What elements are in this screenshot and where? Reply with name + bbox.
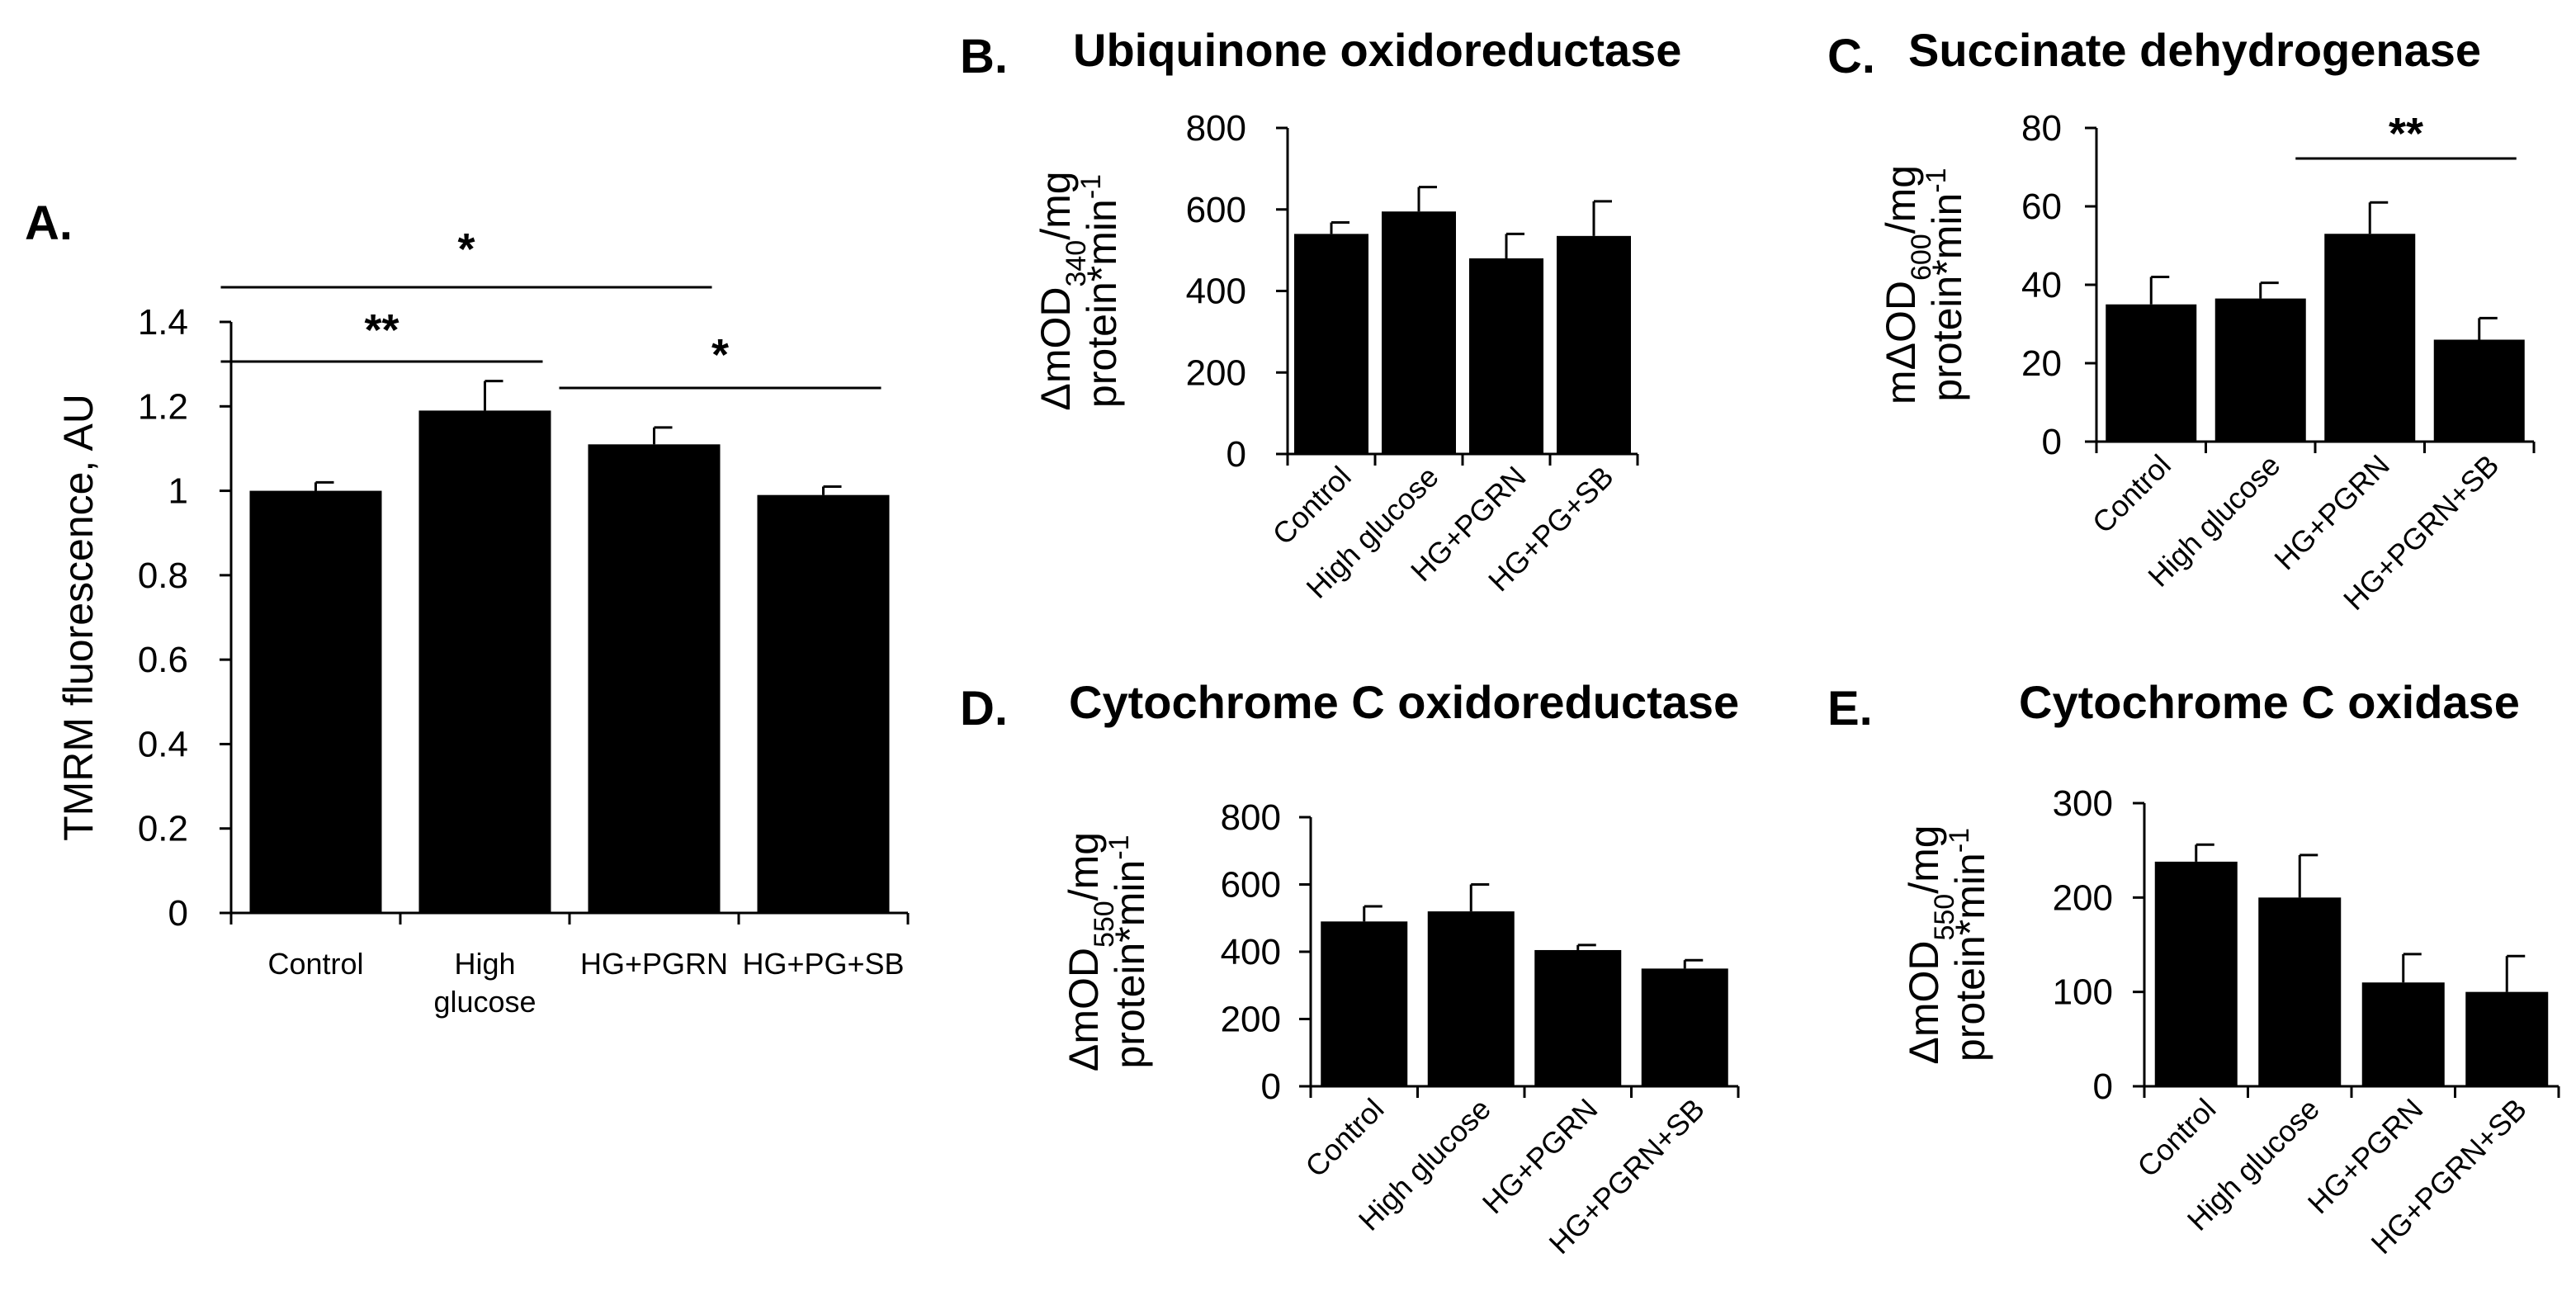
bar bbox=[1294, 234, 1368, 454]
y-axis-label-line1: ΔmOD550/mg bbox=[1061, 832, 1120, 1071]
y-tick-label: 600 bbox=[1186, 190, 1246, 230]
y-tick-label: 1.4 bbox=[138, 302, 188, 343]
y-tick-label: 200 bbox=[1221, 1000, 1281, 1040]
bar bbox=[2324, 234, 2416, 442]
y-axis-label-line2: protein*min-1 bbox=[1075, 174, 1125, 408]
category-label: Control bbox=[1298, 1092, 1390, 1184]
y-tick-label: 0.8 bbox=[138, 556, 188, 596]
bar bbox=[1469, 258, 1543, 454]
bar bbox=[2214, 298, 2306, 442]
y-tick-label: 800 bbox=[1221, 797, 1281, 838]
chart-title: Cytochrome C oxidoreductase bbox=[1069, 676, 1739, 728]
y-tick-label: 0 bbox=[1227, 434, 1246, 475]
significance-marker: ** bbox=[2389, 109, 2423, 158]
y-tick-label: 0 bbox=[2093, 1066, 2113, 1107]
panel-b: B. Ubiquinone oxidoreductase 0 200 400 600 800… bbox=[960, 24, 1681, 605]
panel-label: E. bbox=[1827, 682, 1873, 735]
panel-label: B. bbox=[960, 30, 1008, 83]
y-tick-label: 60 bbox=[2021, 187, 2062, 227]
panel-label: D. bbox=[960, 682, 1008, 735]
y-tick-label: 0 bbox=[168, 893, 188, 934]
y-tick-label: 0.4 bbox=[138, 724, 188, 764]
significance-marker: ** bbox=[364, 305, 399, 355]
y-tick-label: 300 bbox=[2053, 783, 2113, 824]
bar bbox=[2465, 991, 2549, 1086]
panel-label: C. bbox=[1827, 30, 1875, 83]
y-tick-label: 400 bbox=[1221, 932, 1281, 972]
y-axis-label-line1: ΔmOD550/mg bbox=[1901, 825, 1960, 1064]
bar bbox=[1534, 949, 1622, 1086]
panel-e: E.Cytochrome C oxidase0100200300ControlH… bbox=[1827, 676, 2560, 1260]
y-axis-label-line2: protein*min-1 bbox=[1944, 828, 1993, 1062]
panel-d: D. Cytochrome C oxidoreductase 0 200 400 600 8… bbox=[960, 676, 1740, 1260]
y-tick-label: 0 bbox=[2042, 422, 2062, 462]
bar bbox=[1382, 211, 1456, 454]
chart-title: Ubiquinone oxidoreductase bbox=[1073, 24, 1681, 76]
y-tick-label: 600 bbox=[1221, 865, 1281, 906]
y-tick-label: 80 bbox=[2021, 108, 2062, 149]
significance-marker: * bbox=[457, 225, 475, 274]
y-tick-label: 200 bbox=[2053, 877, 2113, 918]
panel-label: A. bbox=[25, 196, 73, 250]
category-label: Control bbox=[2130, 1092, 2222, 1184]
y-tick-label: 0.2 bbox=[138, 809, 188, 849]
bar bbox=[757, 494, 890, 913]
bar bbox=[1321, 921, 1408, 1086]
y-tick-label: 20 bbox=[2021, 343, 2062, 384]
bar bbox=[2361, 982, 2445, 1086]
chart-title: Succinate dehydrogenase bbox=[1908, 24, 2481, 76]
category-label: Control bbox=[2086, 448, 2177, 540]
y-tick-label: 800 bbox=[1186, 108, 1246, 149]
y-tick-label: 1 bbox=[168, 471, 188, 512]
y-tick-label: 0 bbox=[1261, 1066, 1281, 1107]
chart-title: Cytochrome C oxidase bbox=[2019, 676, 2520, 728]
y-tick-label: 400 bbox=[1186, 272, 1246, 312]
significance-marker: * bbox=[711, 330, 729, 380]
bar bbox=[249, 490, 382, 913]
y-axis-label: TMRM fluorescence, AU bbox=[55, 394, 102, 841]
y-axis-label-line2: protein*min-1 bbox=[1921, 168, 1970, 401]
y-axis-label-line2: protein*min-1 bbox=[1104, 835, 1153, 1068]
category-label: HG+PG+SB bbox=[742, 947, 904, 981]
bar bbox=[1641, 968, 1728, 1086]
category-label: HG+PGRN bbox=[580, 947, 728, 981]
bar bbox=[2258, 897, 2342, 1086]
bar bbox=[2154, 861, 2238, 1086]
bar bbox=[1557, 235, 1631, 454]
bar bbox=[2106, 304, 2197, 442]
panel-c: C. Succinate dehydrogenase 0 20 40 60 80Contro… bbox=[1827, 24, 2536, 617]
y-tick-label: 200 bbox=[1186, 352, 1246, 393]
y-tick-label: 100 bbox=[2053, 972, 2113, 1013]
bar bbox=[1427, 911, 1515, 1086]
y-tick-label: 40 bbox=[2021, 265, 2062, 305]
y-axis-label-line1: ΔmOD340/mg bbox=[1033, 171, 1092, 410]
y-tick-label: 0.6 bbox=[138, 640, 188, 680]
bar bbox=[418, 410, 551, 913]
bar bbox=[588, 444, 721, 913]
y-tick-label: 1.2 bbox=[138, 386, 188, 427]
y-axis-label-line1: mΔOD600/mg bbox=[1878, 165, 1937, 404]
category-label: Control bbox=[267, 947, 363, 981]
bar bbox=[2433, 339, 2525, 442]
